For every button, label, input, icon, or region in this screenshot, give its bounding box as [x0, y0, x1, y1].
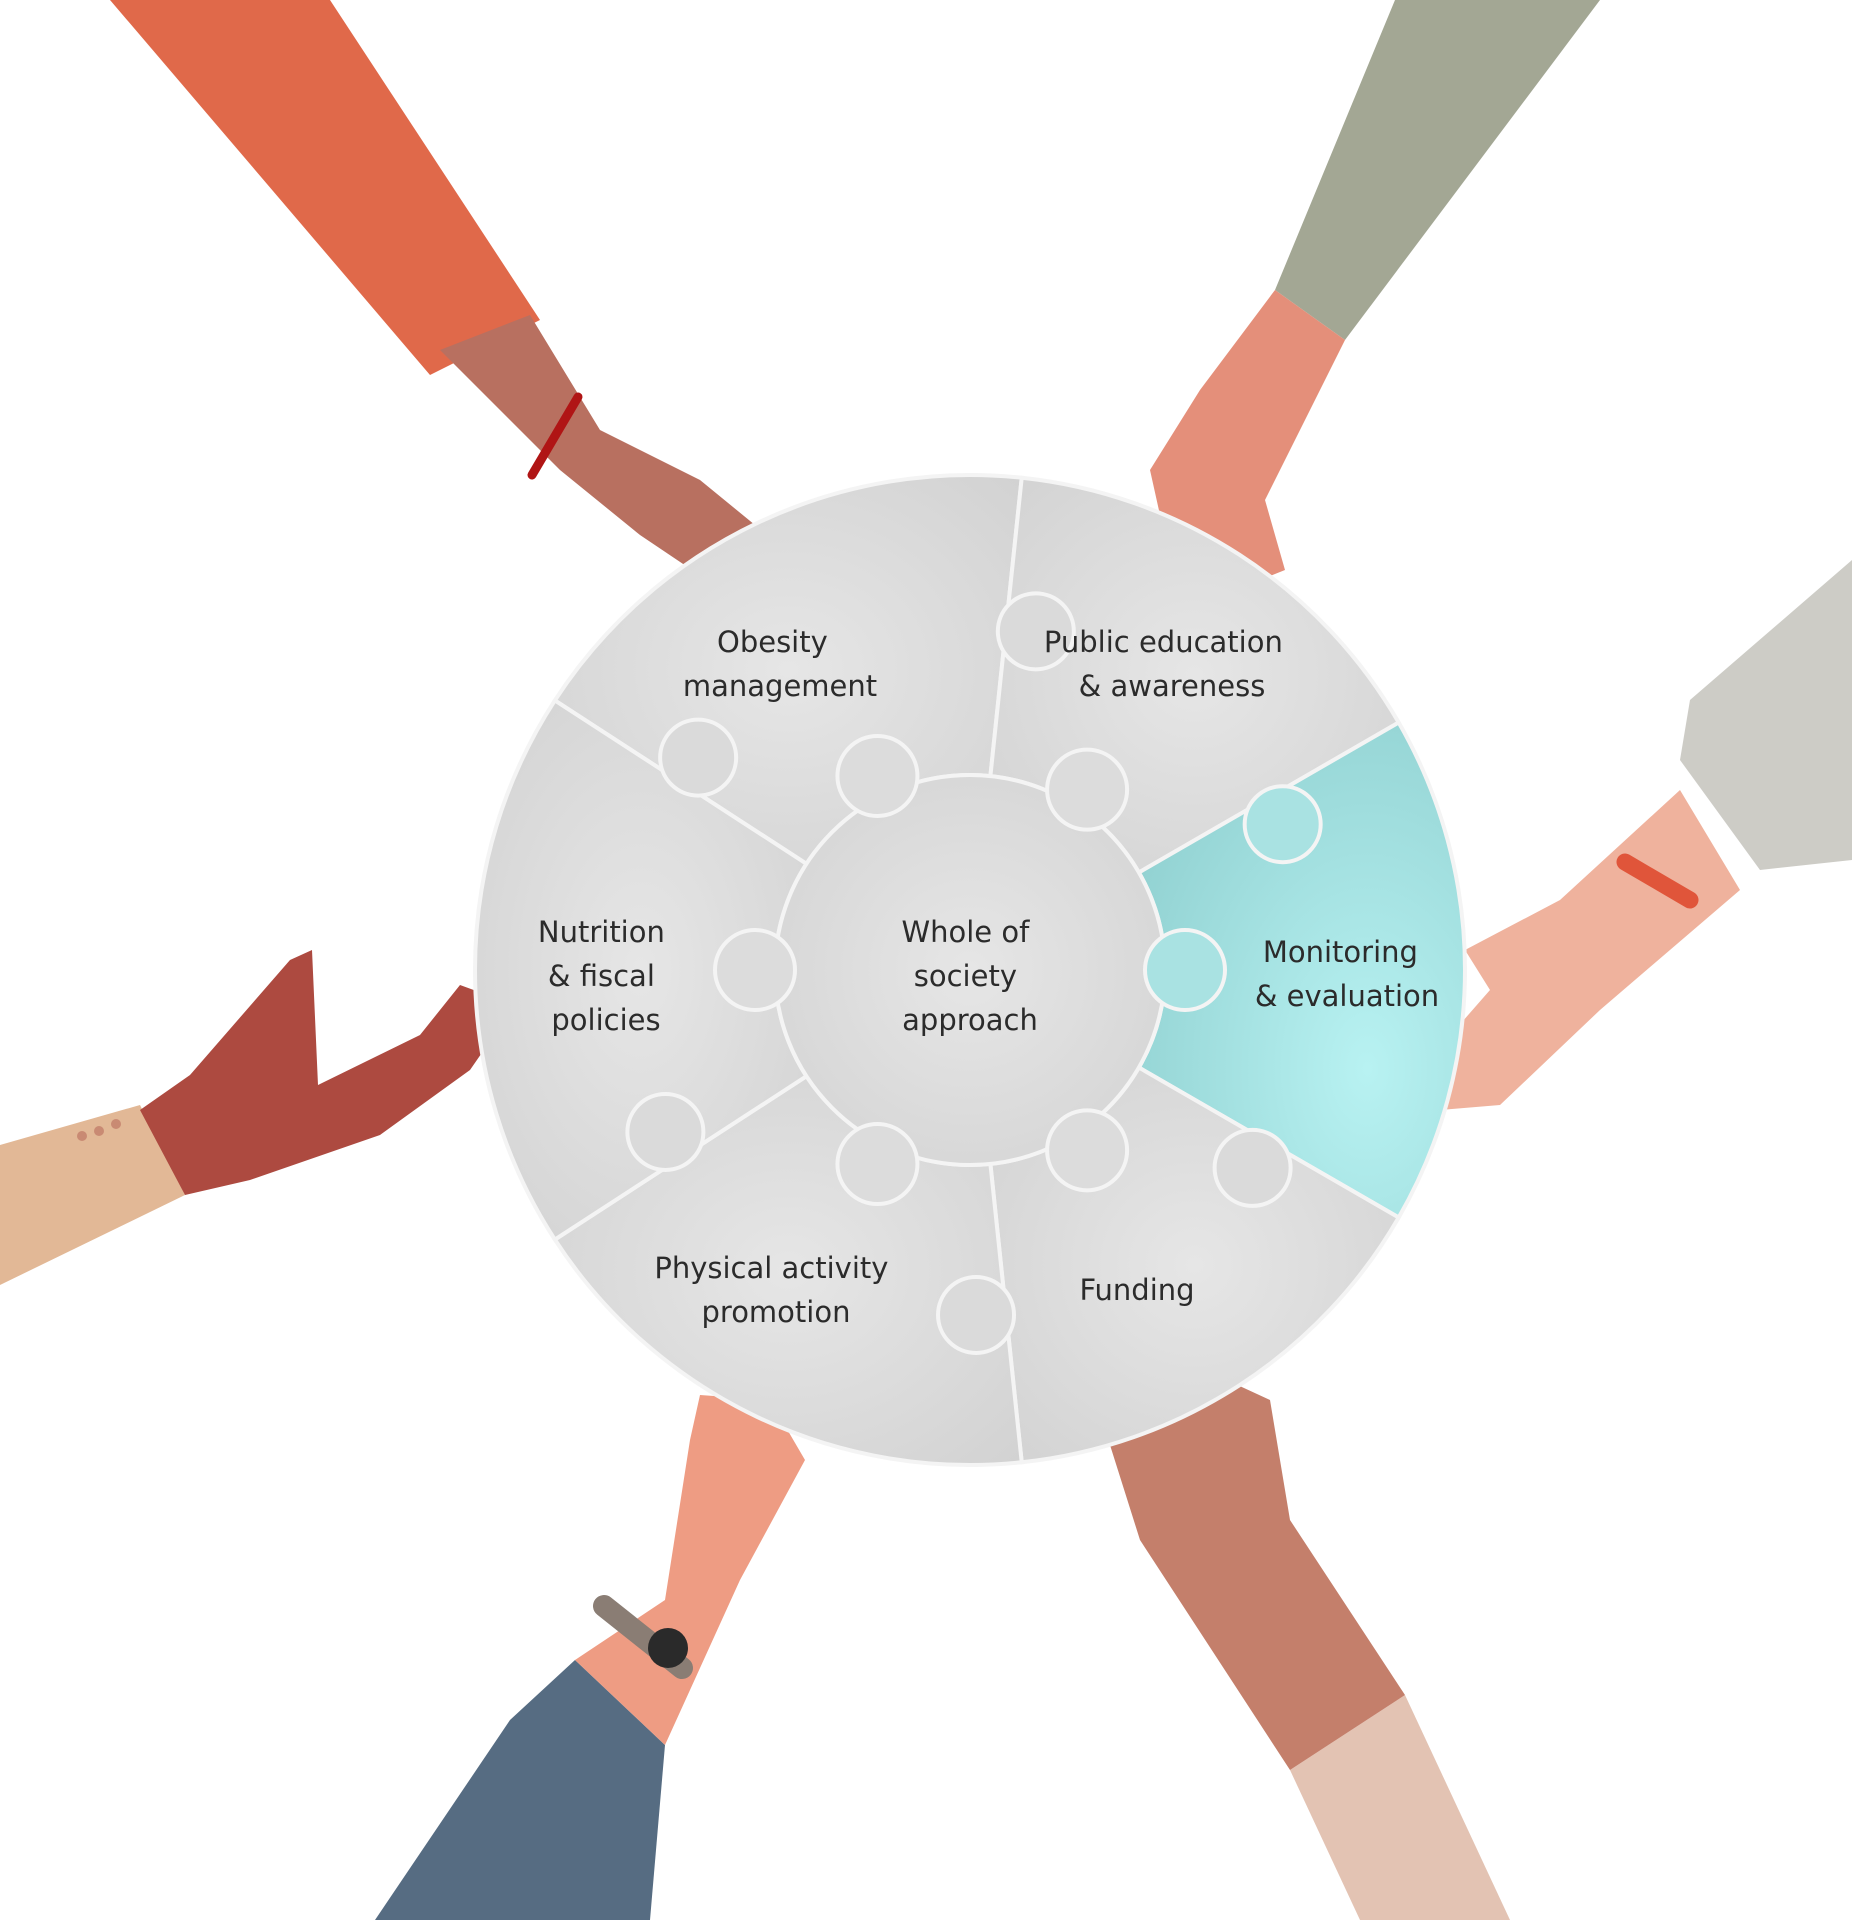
nutrition-label-line-1: Nutrition [538, 915, 665, 949]
boundary-knob-icon [625, 1091, 706, 1172]
puzzle-wheel [473, 473, 1467, 1467]
hand-top-right-icon [1150, 0, 1600, 590]
ring-knob-icon [835, 1122, 920, 1207]
boundary-knob-icon [1212, 1127, 1293, 1208]
label-public-education-awareness: Public education & awareness [1044, 625, 1292, 703]
boundary-knob-icon [1242, 784, 1323, 865]
obesity-label-line-2: management [683, 669, 877, 703]
obesity-label-line-1: Obesity [717, 625, 828, 659]
center-label-line-1: Whole of [901, 915, 1030, 949]
public-education-label-line-2: & awareness [1079, 669, 1266, 703]
ring-knob-icon [1143, 928, 1227, 1012]
hand-right-icon [1430, 560, 1852, 1110]
ring-knob-icon [1045, 747, 1130, 832]
center-label: Whole of society approach [901, 915, 1038, 1037]
nutrition-label-line-2: & fiscal [548, 959, 655, 993]
nutrition-label-line-3: policies [551, 1003, 660, 1037]
center-label-line-2: society [914, 959, 1017, 993]
label-obesity-management: Obesity management [683, 625, 877, 703]
monitoring-label-line-2: & evaluation [1255, 979, 1439, 1013]
public-education-label-line-1: Public education [1044, 625, 1283, 659]
boundary-knob-icon [658, 717, 739, 798]
hand-left-icon [0, 950, 515, 1285]
ring-knob-icon [1045, 1108, 1130, 1193]
hand-bottom-left-icon [375, 1395, 805, 1920]
puzzle-knobs [625, 591, 1323, 1355]
center-label-line-3: approach [902, 1003, 1038, 1037]
label-nutrition-fiscal-policies: Nutrition & fiscal policies [538, 915, 674, 1037]
label-funding: Funding [1079, 1273, 1194, 1307]
monitoring-label-line-1: Monitoring [1263, 935, 1418, 969]
hand-bottom-right-icon [1110, 1370, 1510, 1920]
boundary-knob-icon [995, 591, 1076, 672]
boundary-knob-icon [936, 1274, 1017, 1355]
funding-label-line-1: Funding [1079, 1273, 1194, 1307]
hand-top-left-icon [110, 0, 755, 575]
label-physical-activity-promotion: Physical activity promotion [654, 1251, 897, 1329]
physical-activity-label-line-1: Physical activity [654, 1251, 888, 1285]
label-monitoring-evaluation: Monitoring & evaluation [1255, 935, 1439, 1013]
ring-knob-icon [835, 733, 920, 818]
ring-knob-icon [713, 928, 797, 1012]
physical-activity-label-line-2: promotion [702, 1295, 851, 1329]
